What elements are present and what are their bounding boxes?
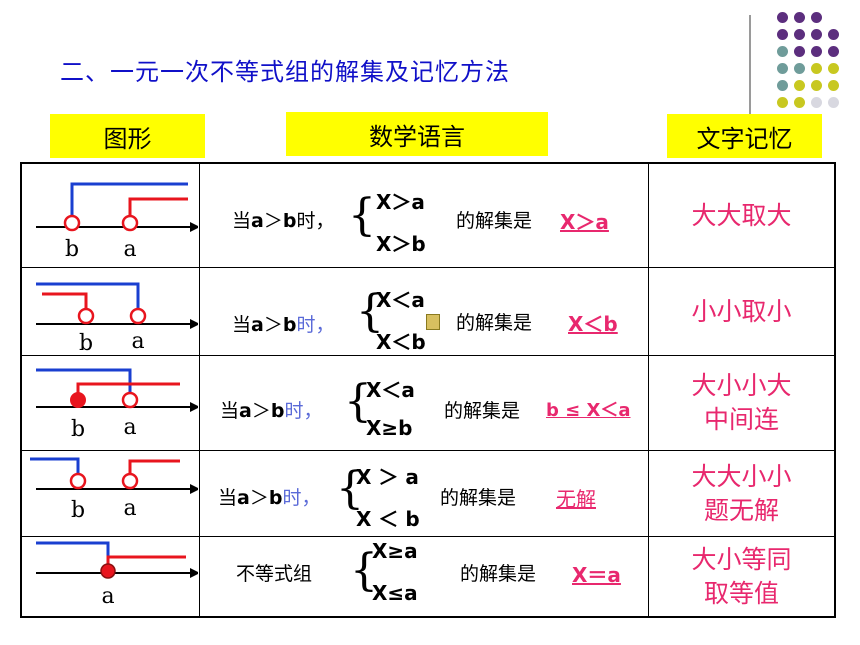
solution-label: 的解集是	[444, 400, 521, 422]
condition-text: 当a＞b时，	[220, 400, 323, 422]
inequality-2: X＞b	[376, 232, 426, 256]
solution-answer: X＜b	[568, 312, 618, 336]
number-line-figure: b a	[36, 368, 198, 442]
decorative-dot	[828, 63, 839, 74]
decorative-dot	[794, 63, 805, 74]
header-language: 数学语言	[286, 112, 548, 156]
point-label-a: a	[101, 584, 114, 609]
inequality-2: X ＜ b	[356, 507, 420, 531]
point-label-b: b	[71, 498, 85, 523]
decorative-dot	[828, 80, 839, 91]
decorative-dot	[811, 46, 822, 57]
decorative-dot	[794, 97, 805, 108]
decorative-dot	[811, 80, 822, 91]
point-label-a: a	[123, 415, 136, 440]
small-note-icon	[426, 314, 440, 330]
number-line-figure: b a	[36, 182, 198, 262]
decorative-dot	[794, 29, 805, 40]
point-label-b: b	[71, 417, 85, 442]
decorative-dot	[794, 12, 805, 23]
inequality-2: X≤a	[372, 581, 418, 605]
decorative-dot	[828, 46, 839, 57]
memory-phrase: 小小取小	[691, 296, 792, 326]
point-label-b: b	[65, 237, 79, 262]
condition-text: 当a＞b时，	[232, 210, 335, 232]
solution-answer: b ≤ X＜a	[546, 400, 631, 421]
inequality-2: X≥b	[366, 416, 413, 440]
number-line-figure: b a	[30, 457, 198, 523]
decorative-dot	[794, 46, 805, 57]
decorative-dot	[811, 29, 822, 40]
point-label-b: b	[79, 331, 93, 356]
inequality-1: X ＞ a	[356, 465, 419, 489]
decorative-dot	[828, 29, 839, 40]
decorative-dot	[811, 63, 822, 74]
solution-answer: X＝a	[572, 563, 621, 587]
header-memory: 文字记忆	[667, 114, 822, 158]
condition-text: 当a＞b时，	[218, 487, 321, 509]
brace: {	[350, 545, 378, 596]
inequality-1: X＞a	[376, 190, 425, 214]
number-line-figure: b a	[36, 282, 198, 356]
memory-phrase: 大大小小题无解	[691, 461, 792, 525]
point-label-a: a	[131, 329, 144, 354]
solution-answer: X＞a	[560, 210, 609, 234]
decorative-divider	[749, 15, 751, 133]
solution-answer: 无解	[556, 487, 596, 511]
solution-label: 的解集是	[456, 210, 533, 232]
solution-table: b a 当a＞b时， { X＞a X＞b 的解集是 X＞a 大大取大 b a 当…	[20, 162, 836, 618]
decorative-dot	[811, 12, 822, 23]
decorative-dot	[794, 80, 805, 91]
memory-phrase: 大大取大	[691, 200, 792, 230]
brace: {	[356, 286, 384, 337]
condition-text: 不等式组	[236, 563, 313, 585]
table-row: b a 当a＞b时， { X＜a X≥b 的解集是 b ≤ X＜a 大小小大中间…	[22, 356, 834, 451]
decorative-dot	[777, 12, 788, 23]
memory-phrase: 大小等同取等值	[691, 544, 792, 608]
number-line-figure: a	[36, 541, 198, 609]
memory-phrase: 大小小大中间连	[691, 371, 792, 434]
table-row: b a 当a＞b时， { X＜a X＜b 的解集是 X＜b 小小取小	[22, 268, 834, 356]
solution-label: 的解集是	[456, 312, 533, 334]
decorative-dot	[828, 97, 839, 108]
inequality-1: X≥a	[372, 539, 418, 563]
solution-label: 的解集是	[460, 563, 537, 585]
inequality-1: X＜a	[376, 288, 425, 312]
solution-label: 的解集是	[440, 487, 517, 509]
table-row: a 不等式组 { X≥a X≤a 的解集是 X＝a 大小等同取等值	[22, 537, 834, 616]
decorative-dot	[777, 80, 788, 91]
point-label-a: a	[123, 237, 136, 262]
decorative-dot	[777, 63, 788, 74]
decorative-dot	[777, 97, 788, 108]
table-row: b a 当a＞b时， { X＞a X＞b 的解集是 X＞a 大大取大	[22, 164, 834, 268]
decorative-dot	[777, 46, 788, 57]
brace: {	[344, 376, 372, 427]
page-title: 二、一元一次不等式组的解集及记忆方法	[60, 58, 510, 86]
inequality-1: X＜a	[366, 378, 415, 402]
point-label-a: a	[123, 496, 136, 521]
inequality-2: X＜b	[376, 330, 426, 354]
brace: {	[348, 190, 376, 241]
decorative-dot	[777, 29, 788, 40]
brace: {	[336, 463, 364, 514]
decorative-dot	[811, 97, 822, 108]
header-figure: 图形	[50, 114, 205, 158]
condition-text: 当a＞b时，	[232, 314, 335, 336]
table-row: b a 当a＞b时， { X ＞ a X ＜ b 的解集是 无解 大大小小题无解	[22, 451, 834, 537]
